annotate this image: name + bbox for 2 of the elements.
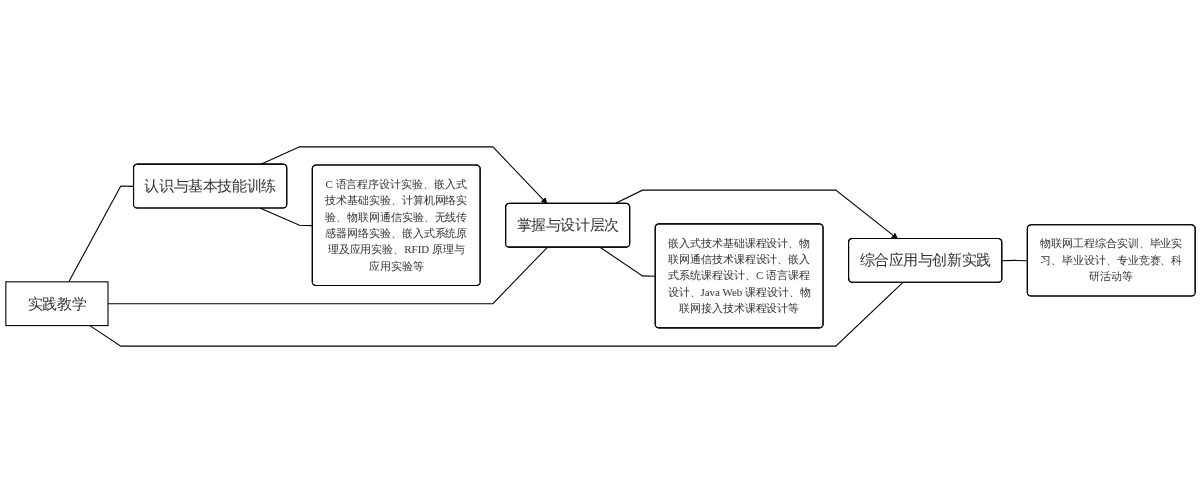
connector: [89, 281, 904, 347]
node-box: 实践教学: [5, 280, 109, 326]
